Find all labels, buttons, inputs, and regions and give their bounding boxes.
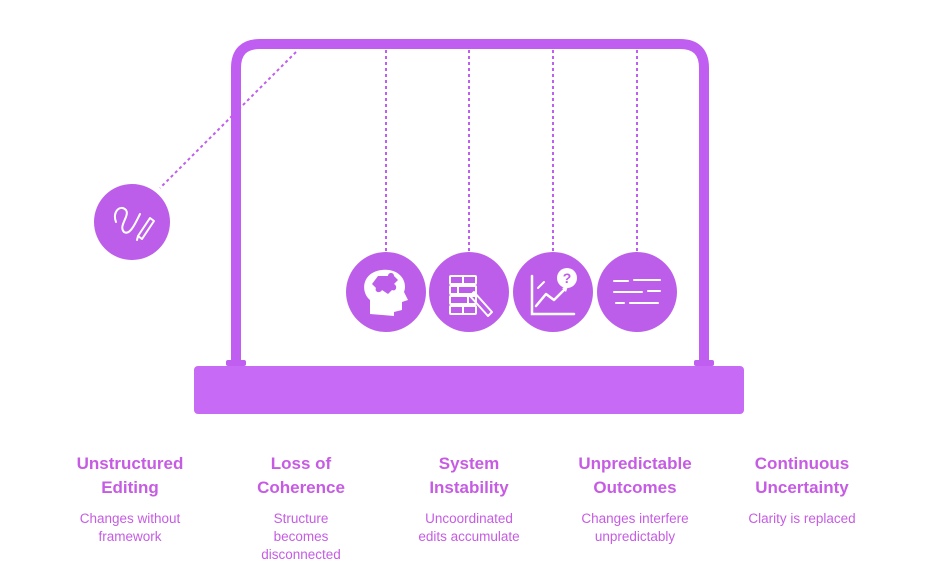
ball-head-puzzle — [346, 252, 426, 332]
stage-description: Uncoordinated edits accumulate — [394, 510, 544, 546]
frame-foot-right — [694, 360, 714, 366]
stage-labels: Unstructured Editing Changes without fra… — [0, 452, 938, 572]
stage-title-line: Instability — [429, 478, 509, 497]
stage-title-line: Loss of — [270, 454, 332, 473]
stage-description-line: Changes interfere — [581, 511, 689, 526]
stage-system-instability: System Instability Uncoordinated edits a… — [394, 452, 544, 546]
head-puzzle-icon — [364, 269, 408, 316]
stage-description-line: Uncoordinated — [425, 511, 513, 526]
stage-description-line: framework — [98, 529, 162, 544]
stage-description-line: Clarity is replaced — [748, 511, 856, 526]
stage-title: Loss of Coherence — [226, 452, 376, 500]
stage-continuous-uncertainty: Continuous Uncertainty Clarity is replac… — [727, 452, 877, 528]
stage-unstructured-editing: Unstructured Editing Changes without fra… — [55, 452, 205, 546]
jenga-tower-icon — [449, 275, 493, 317]
stage-title-line: Outcomes — [593, 478, 677, 497]
stage-description-line: Changes without — [79, 511, 181, 526]
ball-jenga — [429, 252, 509, 332]
svg-text:?: ? — [563, 270, 572, 286]
scattered-lines-icon — [613, 279, 661, 304]
ball-lines — [597, 252, 677, 332]
stage-description-line: disconnected — [261, 547, 341, 562]
stage-title-line: Unpredictable — [578, 454, 692, 473]
stage-description-line: Structure — [273, 511, 329, 526]
stage-title-line: System — [438, 454, 500, 473]
frame-foot-left — [226, 360, 246, 366]
stage-description-line: becomes — [273, 529, 329, 544]
stage-description: Clarity is replaced — [727, 510, 877, 528]
scribble-pencil-icon — [114, 206, 155, 241]
cradle-frame — [231, 39, 709, 367]
stage-title-line: Coherence — [257, 478, 345, 497]
stage-description: Changes interfere unpredictably — [560, 510, 710, 546]
stage-title-line: Editing — [101, 478, 159, 497]
stage-description-line: unpredictably — [594, 529, 676, 544]
stage-title-line: Continuous — [754, 454, 850, 473]
stage-title: Unstructured Editing — [55, 452, 205, 500]
newtons-cradle-diagram: ? — [94, 39, 744, 414]
stage-loss-of-coherence: Loss of Coherence Structure becomes disc… — [226, 452, 376, 564]
ball-raised — [94, 184, 170, 260]
stage-title-line: Unstructured — [76, 454, 184, 473]
cradle-base — [194, 366, 744, 414]
stage-description: Changes without framework — [55, 510, 205, 546]
stage-title: Unpredictable Outcomes — [560, 452, 710, 500]
string-1 — [159, 51, 297, 189]
chart-question-icon: ? — [530, 268, 577, 316]
stage-title: Continuous Uncertainty — [727, 452, 877, 500]
stage-title: System Instability — [394, 452, 544, 500]
stage-description-line: edits accumulate — [418, 529, 520, 544]
stage-description: Structure becomes disconnected — [226, 510, 376, 564]
stage-title-line: Uncertainty — [755, 478, 849, 497]
stage-unpredictable-outcomes: Unpredictable Outcomes Changes interfere… — [560, 452, 710, 546]
ball-chart: ? — [513, 252, 593, 332]
